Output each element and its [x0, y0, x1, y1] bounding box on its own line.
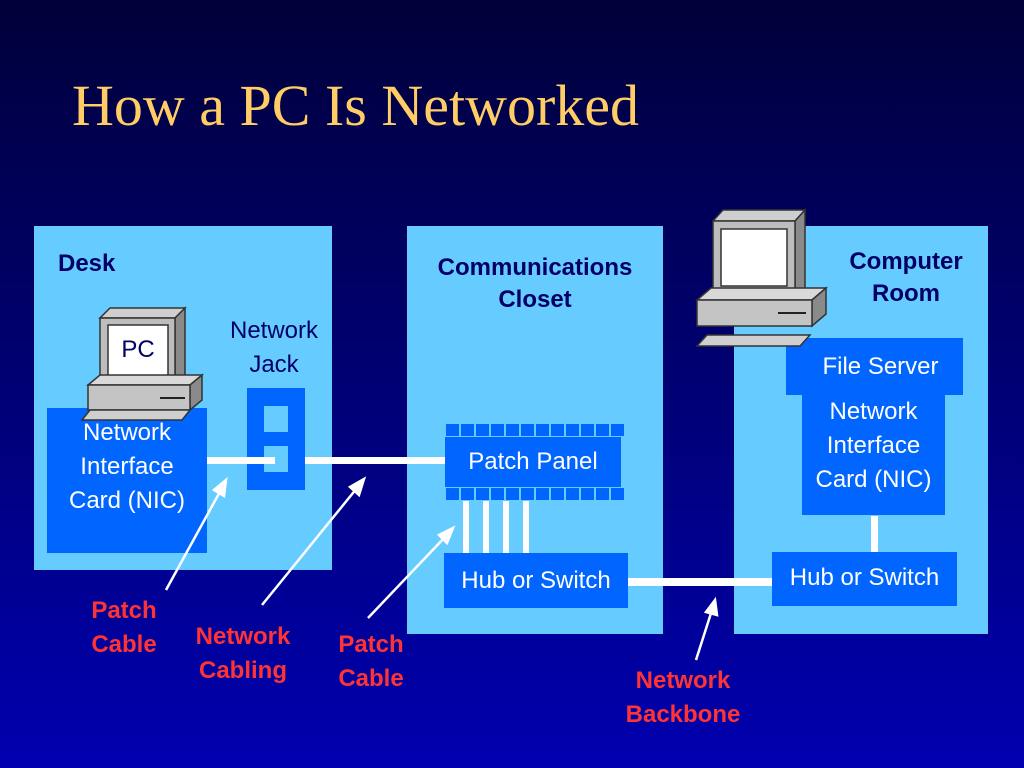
server-patch-cable: [871, 516, 878, 552]
desk-nic-line-3: Card (NIC): [68, 487, 185, 514]
computer-room-label: Computer Room: [830, 246, 982, 310]
file-server: File Server: [786, 338, 963, 395]
callout-network-cabling: Network Cabling: [172, 620, 314, 688]
callout-network-cabling-line-1: Network: [195, 623, 291, 650]
network-jack-label-line-2: Jack: [249, 351, 299, 378]
closet-label-line-1: Communications: [437, 254, 633, 281]
network-cabling-run: [305, 457, 445, 464]
callout-patch-cable-2: Patch Cable: [312, 628, 430, 696]
callout-network-backbone-line-1: Network: [635, 667, 731, 694]
network-jack: [247, 388, 305, 490]
server-nic: Network Interface Card (NIC): [802, 395, 945, 515]
callout-patch-cable-1-line-2: Cable: [91, 631, 157, 658]
patch-cable-1: [463, 501, 469, 553]
callout-patch-cable-1: Patch Cable: [64, 594, 184, 662]
callout-patch-cable-2-line-2: Cable: [338, 665, 404, 692]
network-jack-label-line-1: Network: [229, 317, 319, 344]
server-nic-line-3: Card (NIC): [815, 466, 932, 493]
network-jack-label: Network Jack: [216, 314, 332, 382]
closet-label: Communications Closet: [407, 252, 663, 316]
patch-panel-ports-top: [445, 423, 625, 437]
callout-network-backbone-line-2: Backbone: [625, 701, 741, 728]
pc-label: PC: [121, 336, 155, 363]
callout-network-cabling-line-2: Cabling: [199, 657, 287, 684]
desk-nic-line-2: Interface: [80, 453, 174, 480]
jack-port-top: [264, 406, 288, 432]
backbone-cable: [628, 578, 772, 586]
patch-cable-2: [483, 501, 489, 553]
desk-patch-cable: [207, 457, 275, 464]
network-backbone-arrow: [694, 609, 714, 661]
patch-panel-ports-bottom: [445, 487, 625, 501]
patch-cable-3: [503, 501, 509, 553]
closet-hub-switch: Hub or Switch: [444, 553, 628, 608]
callout-patch-cable-2-line-1: Patch: [338, 631, 404, 658]
desk-label: Desk: [58, 250, 116, 277]
server-nic-line-1: Network: [829, 398, 918, 425]
server-nic-line-2: Interface: [826, 432, 921, 459]
patch-panel: Patch Panel: [445, 437, 621, 487]
desk-nic: Network Interface Card (NIC): [47, 408, 207, 553]
slide-title: How a PC Is Networked: [72, 73, 640, 138]
callout-network-backbone: Network Backbone: [603, 664, 763, 732]
room-hub-switch: Hub or Switch: [772, 552, 957, 606]
patch-cable-4: [523, 501, 529, 553]
computer-room-label-line-1: Computer: [849, 248, 963, 275]
desk-nic-line-1: Network: [82, 419, 172, 446]
closet-label-line-2: Closet: [498, 286, 572, 313]
callout-patch-cable-1-line-1: Patch: [91, 597, 157, 624]
computer-room-label-line-2: Room: [872, 280, 940, 307]
